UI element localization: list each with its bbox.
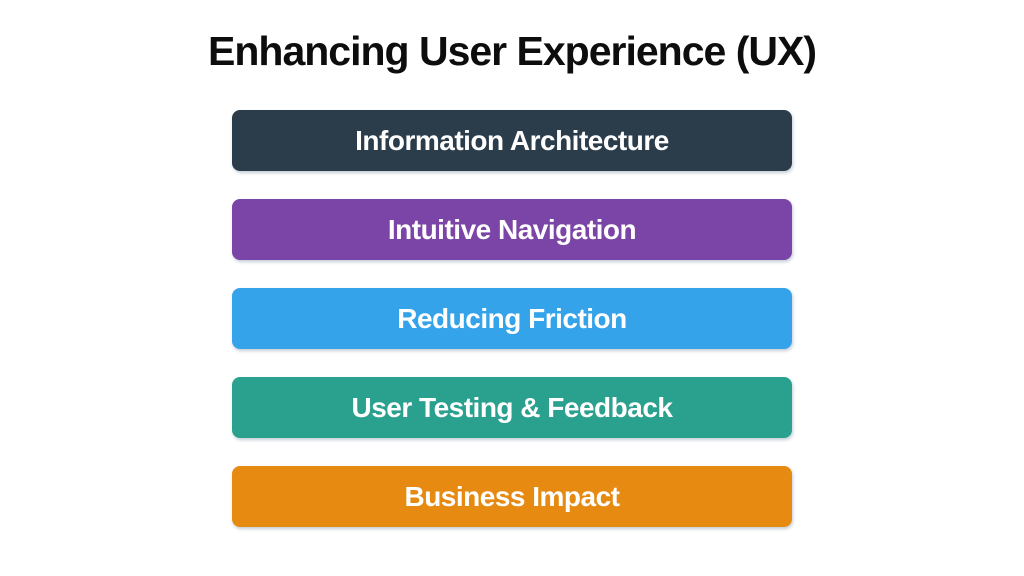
bar-label: Intuitive Navigation <box>387 213 637 245</box>
bar-label: User Testing & Feedback <box>351 391 673 423</box>
bar-label: Information Architecture <box>355 124 669 156</box>
bar-list: Information Architecture Intuitive Navig… <box>232 110 792 555</box>
bar-5: Business Impact <box>232 466 792 527</box>
bar-1: Information Architecture <box>232 110 792 171</box>
bar-2: Intuitive Navigation <box>232 199 792 260</box>
bar-label: Reducing Friction <box>397 302 627 334</box>
bar-label: Business Impact <box>404 480 620 512</box>
bar-4: User Testing & Feedback <box>232 377 792 438</box>
page-title: Enhancing User Experience (UX) <box>208 28 817 74</box>
bar-3: Reducing Friction <box>232 288 792 349</box>
